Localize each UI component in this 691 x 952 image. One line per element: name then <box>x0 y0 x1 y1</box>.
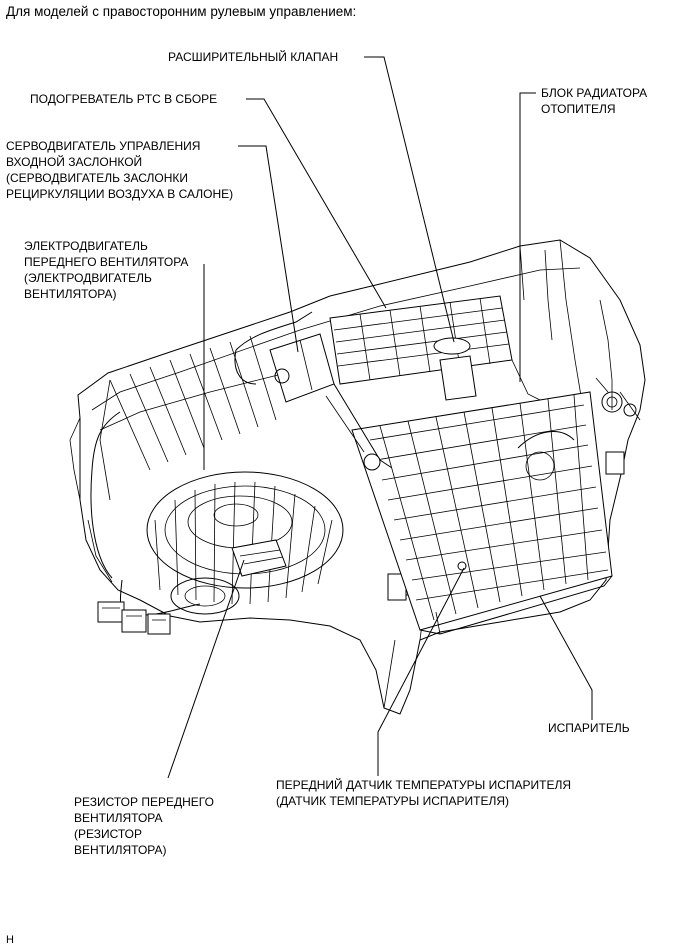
label-blower-motor: ЭЛЕКТРОДВИГАТЕЛЬ ПЕРЕДНЕГО ВЕНТИЛЯТОРА (… <box>24 239 189 301</box>
label-ptc-heater: ПОДОГРЕВАТЕЛЬ PTC В СБОРЕ <box>30 92 218 106</box>
leader-heater-core <box>519 92 536 382</box>
right-side-fittings <box>517 377 641 481</box>
leader-expansion-valve <box>364 56 455 343</box>
leader-blower-resistor <box>167 559 245 779</box>
label-evap-temp-sensor: ПЕРЕДНИЙ ДАТЧИК ТЕМПЕРАТУРЫ ИСПАРИТЕЛЯ (… <box>276 778 572 808</box>
wiring-harness <box>90 411 491 635</box>
blower-fan <box>146 471 344 615</box>
heater-core-block <box>329 295 541 401</box>
corner-mark: H <box>6 934 14 946</box>
hvac-housing <box>69 239 646 715</box>
label-evaporator: ИСПАРИТЕЛЬ <box>548 721 630 735</box>
label-blower-resistor: РЕЗИСТОР ПЕРЕДНЕГО ВЕНТИЛЯТОРА (РЕЗИСТОР… <box>74 795 214 857</box>
evaporator-core <box>351 391 613 635</box>
label-expansion-valve: РАСШИРИТЕЛЬНЫЙ КЛАПАН <box>168 50 339 64</box>
blower-resistor <box>231 539 287 577</box>
leader-inlet-servo <box>238 145 299 353</box>
left-duct-ribs <box>99 335 277 501</box>
label-inlet-servo: СЕРВОДВИГАТЕЛЬ УПРАВЛЕНИЯ ВХОДНОЙ ЗАСЛОН… <box>6 139 234 201</box>
inlet-servo-motor <box>234 311 393 471</box>
heading-rhd-models: Для моделей с правосторонним рулевым упр… <box>6 4 357 19</box>
leader-evaporator <box>539 595 593 720</box>
label-heater-core: БЛОК РАДИАТОРА ОТОПИТЕЛЯ <box>541 86 648 116</box>
leader-ptc-heater <box>246 98 387 309</box>
leader-lines <box>167 56 593 779</box>
leader-evap-temp-sensor <box>377 567 465 776</box>
